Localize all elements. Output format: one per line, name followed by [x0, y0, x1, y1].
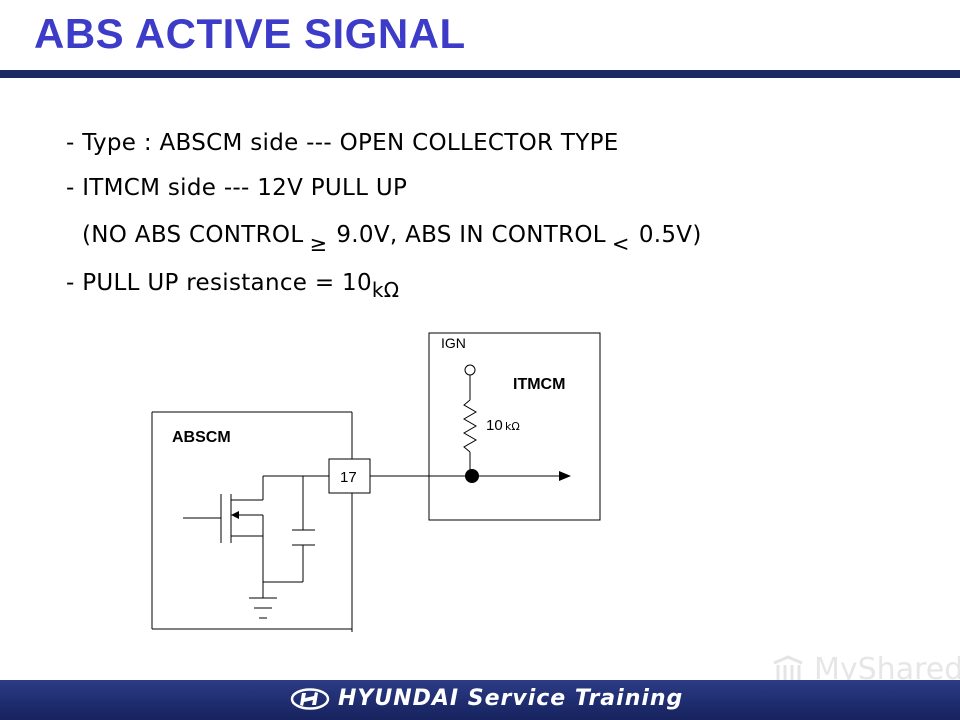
bullet-voltage-conditions: (NO ABS CONTROL≥9.0V, ABS IN CONTROL<0.5… — [82, 222, 702, 256]
abscm-label: ABSCM — [172, 429, 231, 446]
pullup-resistor-symbol — [463, 399, 477, 453]
cond-text-3: 0.5V) — [638, 222, 702, 248]
less-than-symbol: < — [611, 232, 630, 256]
slide-title: ABS ACTIVE SIGNAL — [34, 10, 466, 57]
pullup-text: - PULL UP resistance = 10 — [66, 270, 372, 296]
junction-dot — [465, 469, 479, 483]
cond-text-2: 9.0V, ABS IN CONTROL — [336, 222, 606, 248]
hyundai-logo-icon — [290, 688, 330, 710]
signal-arrow-icon — [559, 471, 571, 481]
circuit-diagram: ABSCM ITMCM IGN 17 10 kΩ — [151, 332, 601, 632]
bullet-itmcm-pullup: - ITMCM side --- 12V PULL UP — [66, 175, 408, 201]
abscm-module-box — [151, 411, 353, 632]
ign-terminal-icon — [464, 364, 476, 376]
title-divider — [0, 70, 960, 78]
resistor-value-label: 10 — [486, 417, 503, 434]
bullet-pullup-resistance: - PULL UP resistance = 10kΩ — [66, 270, 399, 302]
greater-equal-symbol: ≥ — [309, 232, 328, 256]
cond-text-1: (NO ABS CONTROL — [82, 222, 304, 248]
ground-icon — [249, 582, 277, 619]
transistor-symbol — [183, 476, 264, 582]
resistor-unit-label: kΩ — [505, 420, 520, 433]
footer-bar: HYUNDAI Service Training — [0, 680, 960, 720]
ign-label: IGN — [441, 335, 466, 351]
itmcm-label: ITMCM — [513, 376, 565, 393]
itmcm-module-box — [428, 332, 601, 521]
pullup-unit: kΩ — [371, 278, 400, 302]
footer-brand-text: HYUNDAI Service Training — [338, 686, 684, 711]
bullet-type: - Type : ABSCM side --- OPEN COLLECTOR T… — [66, 130, 619, 156]
pin-17-label: 17 — [340, 469, 357, 486]
transistor-arrow-icon — [231, 511, 239, 519]
capacitor-symbol — [263, 476, 315, 583]
